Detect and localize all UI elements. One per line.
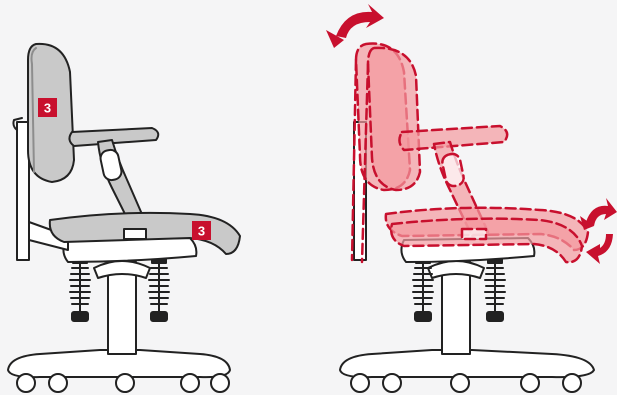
badge-backrest-label: 3 <box>44 101 51 116</box>
chair-right <box>326 4 617 392</box>
tilt-arrow-seat-bottom-icon <box>586 234 613 264</box>
chair-right-gas-column <box>442 262 470 354</box>
chair-left-gas-column <box>108 262 136 354</box>
badge-seat-label: 3 <box>198 224 205 239</box>
tilt-arrow-seat-top-icon <box>580 198 617 230</box>
tilt-arrow-backrest-icon <box>326 4 384 48</box>
chair-left: 3 3 <box>8 44 240 392</box>
badge-seat: 3 <box>192 221 211 240</box>
badge-backrest: 3 <box>38 98 57 117</box>
